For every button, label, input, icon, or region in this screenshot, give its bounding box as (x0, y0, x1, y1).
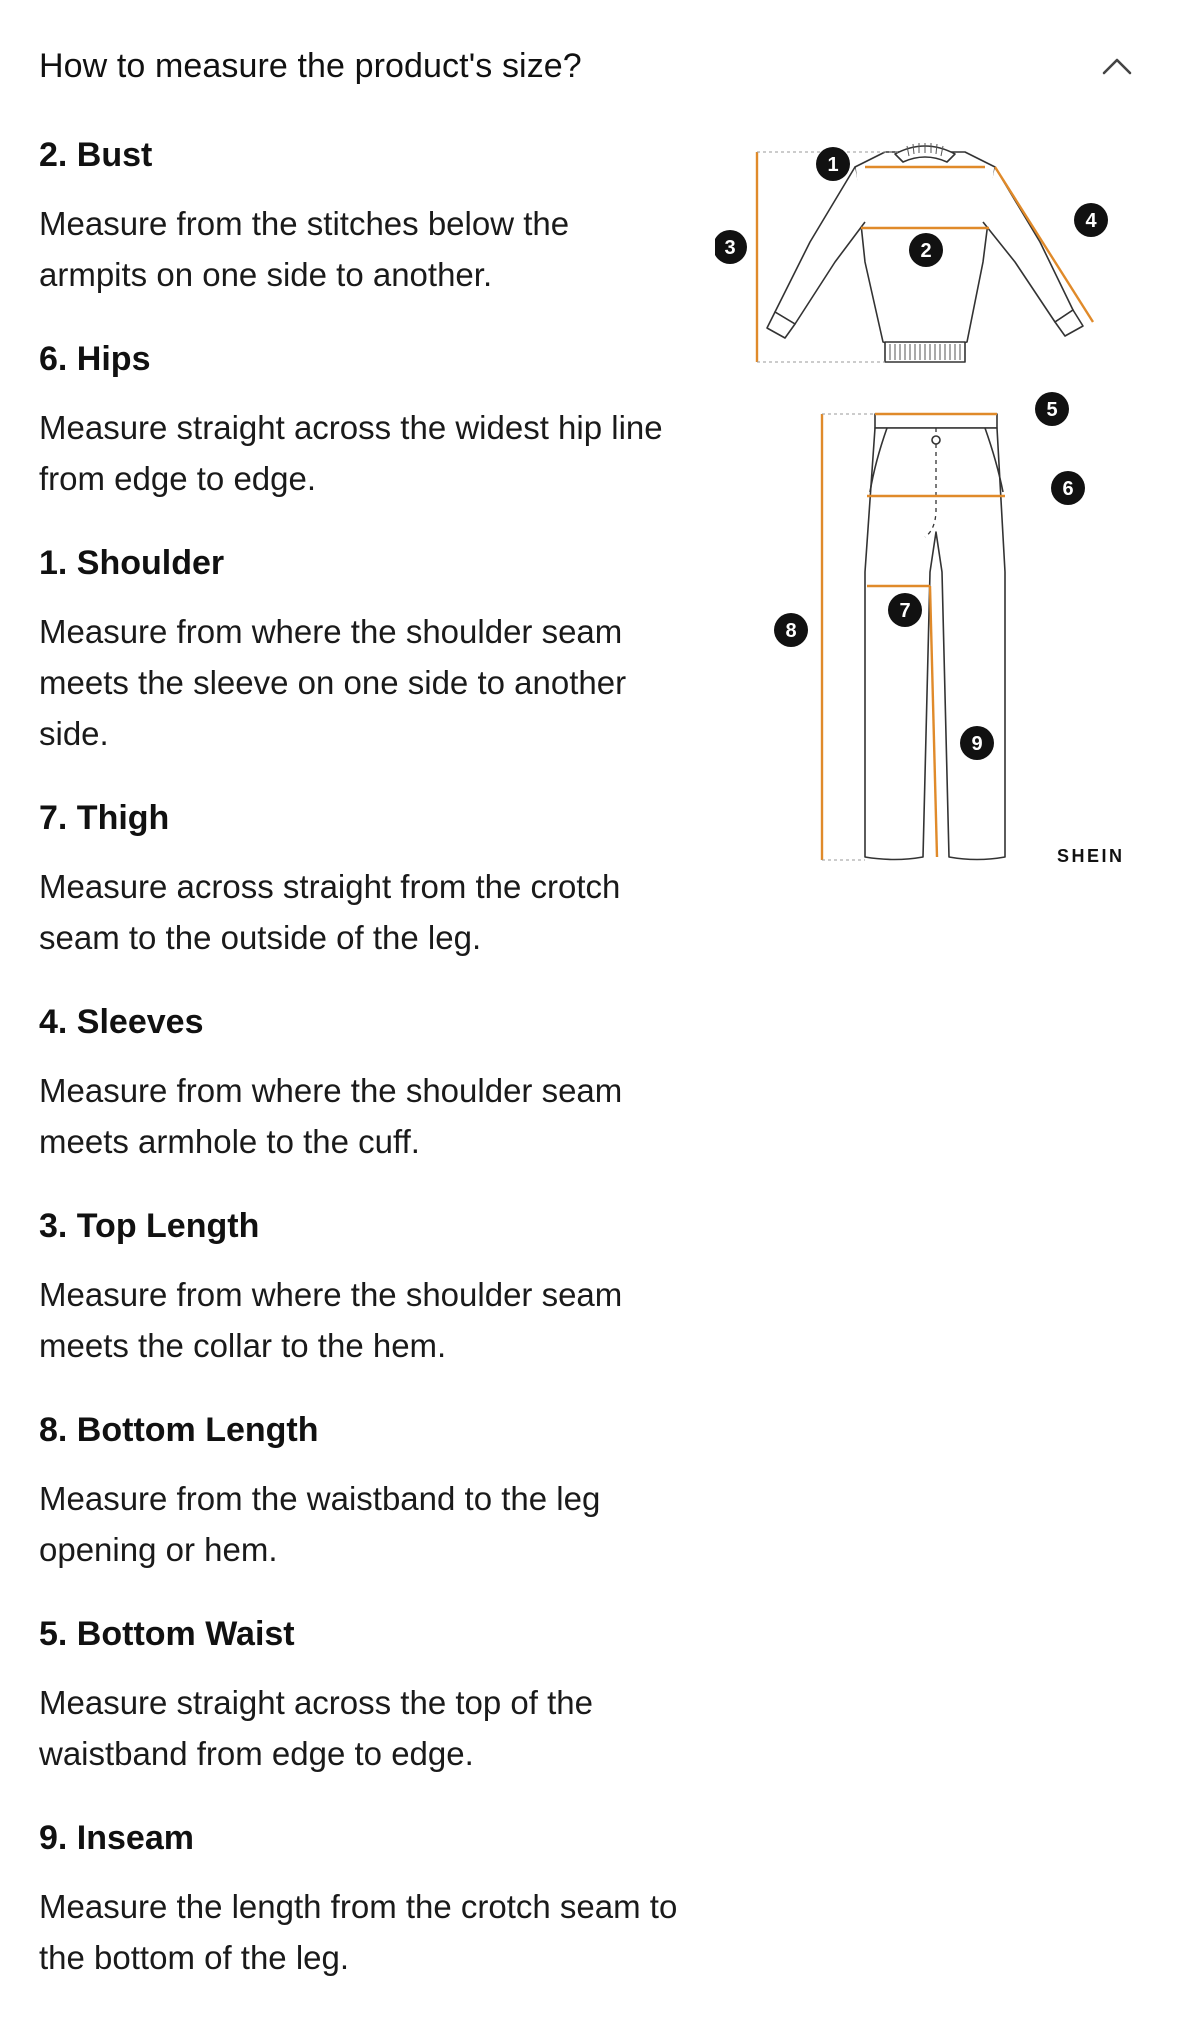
measurement-item-sleeves: 4. Sleeves Measure from where the should… (39, 999, 679, 1167)
pants-guide-lines (822, 413, 875, 861)
measurement-title: 7. Thigh (39, 799, 170, 837)
measurement-description: Measure from the waistband to the leg op… (39, 1480, 601, 1568)
badge-5: 5 (1035, 392, 1069, 426)
measurement-item-inseam: 9. Inseam Measure the length from the cr… (39, 1815, 679, 1983)
measurement-item-bottom-waist: 5. Bottom Waist Measure straight across … (39, 1611, 679, 1779)
measurement-description: Measure straight across the widest hip l… (39, 409, 663, 497)
measurement-title: 6. Hips (39, 340, 151, 378)
measurement-description: Measure across straight from the crotch … (39, 868, 621, 956)
brand-logo: SHEIN (1057, 846, 1125, 866)
measurement-item-bottom-length: 8. Bottom Length Measure from the waistb… (39, 1407, 679, 1575)
measurement-description: Measure straight across the top of the w… (39, 1684, 593, 1772)
badge-label: 1 (827, 154, 838, 176)
measurement-title: 1. Shoulder (39, 544, 225, 582)
sweatshirt-ribbing (889, 143, 961, 360)
measurement-description: Measure from where the shoulder seam mee… (39, 1276, 623, 1364)
chevron-up-icon (1102, 58, 1132, 75)
measurement-item-top-length: 3. Top Length Measure from where the sho… (39, 1203, 679, 1371)
measurement-title: 2. Bust (39, 136, 153, 174)
badge-7: 7 (888, 593, 922, 627)
badge-label: 8 (785, 620, 796, 642)
badge-8: 8 (774, 613, 808, 647)
size-guide-header[interactable]: How to measure the product's size? (39, 38, 1159, 94)
badge-label: 9 (971, 733, 982, 755)
badge-1: 1 (816, 147, 850, 181)
pants-measure-lines (820, 412, 1005, 860)
collapse-toggle-button[interactable] (1089, 38, 1145, 94)
measurement-item-shoulder: 1. Shoulder Measure from where the shoul… (39, 540, 679, 759)
measurement-diagram: 1 2 3 4 5 6 7 8 (715, 132, 1145, 902)
measurement-title: 9. Inseam (39, 1819, 194, 1857)
badge-6: 6 (1051, 471, 1085, 505)
badge-label: 7 (899, 600, 910, 622)
measurement-description: Measure from where the shoulder seam mee… (39, 1072, 623, 1160)
measurement-title: 3. Top Length (39, 1207, 260, 1245)
badge-2: 2 (909, 233, 943, 267)
garment-illustration: 1 2 3 4 5 6 7 8 (715, 143, 1125, 866)
badge-3: 3 (715, 230, 747, 264)
badge-9: 9 (960, 726, 994, 760)
measurement-description: Measure from where the shoulder seam mee… (39, 613, 627, 752)
measurement-item-bust: 2. Bust Measure from the stitches below … (39, 132, 679, 300)
badge-label: 2 (920, 240, 931, 262)
measurement-description: Measure from the stitches below the armp… (39, 205, 570, 293)
measurement-list: 2. Bust Measure from the stitches below … (39, 132, 679, 2019)
badge-label: 6 (1062, 478, 1073, 500)
measurement-description: Measure the length from the crotch seam … (39, 1888, 678, 1976)
measurement-title: 4. Sleeves (39, 1003, 204, 1041)
measurement-item-hips: 6. Hips Measure straight across the wide… (39, 336, 679, 504)
size-guide-title: How to measure the product's size? (39, 46, 582, 85)
measurement-item-thigh: 7. Thigh Measure across straight from th… (39, 795, 679, 963)
badge-4: 4 (1074, 203, 1108, 237)
measurement-title: 5. Bottom Waist (39, 1615, 295, 1653)
badge-label: 4 (1085, 210, 1097, 232)
badge-label: 5 (1046, 399, 1057, 421)
measurement-title: 8. Bottom Length (39, 1411, 319, 1449)
sweatshirt-measure-lines (755, 152, 1095, 362)
badge-label: 3 (724, 237, 735, 259)
